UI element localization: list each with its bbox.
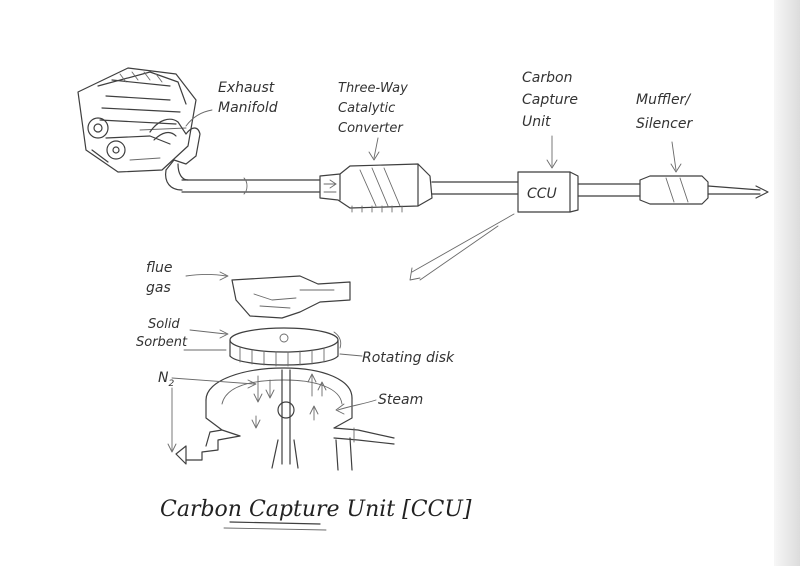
catalytic-converter-label: Converter	[338, 121, 404, 136]
catalytic-converter-label: Three-Way	[338, 81, 408, 96]
paper-edge	[774, 0, 800, 566]
ccu-zoom-lines	[409, 213, 515, 281]
ccu-box	[517, 171, 579, 213]
ccu-label: Carbon	[522, 70, 572, 86]
engine-drawing	[77, 67, 197, 173]
muffler-label: Silencer	[636, 116, 693, 132]
ccu-label: Capture	[522, 92, 578, 108]
label-arrows	[185, 109, 682, 173]
muffler-label: Muffler/	[636, 92, 691, 108]
exhaust-manifold	[149, 118, 201, 191]
exhaust-pipe-2	[431, 181, 519, 195]
ccu-label: Unit	[522, 114, 551, 130]
n2-symbol: N	[158, 370, 169, 386]
catalytic-converter	[319, 163, 433, 213]
muffler	[639, 175, 709, 205]
solid-sorbent-label: Sorbent	[136, 335, 188, 350]
exhaust-manifold-label: Manifold	[218, 100, 278, 116]
exhaust-manifold-label: Exhaust	[218, 80, 275, 96]
flue-gas-label: flue	[146, 260, 173, 276]
n2-subscript: 2	[168, 379, 174, 389]
exhaust-pipe-3	[577, 183, 641, 197]
ccu-box-label: CCU	[527, 186, 557, 202]
n2-label: N2	[158, 370, 174, 389]
catalytic-converter-label: Catalytic	[338, 101, 395, 116]
ccu-detail-drawing	[167, 271, 395, 471]
exhaust-pipe-1	[181, 177, 321, 195]
rotating-disk-label: Rotating disk	[362, 350, 455, 366]
diagram-title: Carbon Capture Unit [CCU]	[160, 497, 472, 522]
tail-pipe	[707, 185, 769, 199]
title-underlines	[223, 521, 327, 531]
flue-gas-label: gas	[146, 280, 171, 296]
solid-sorbent-label: Solid	[148, 317, 180, 332]
steam-label: Steam	[378, 392, 423, 408]
